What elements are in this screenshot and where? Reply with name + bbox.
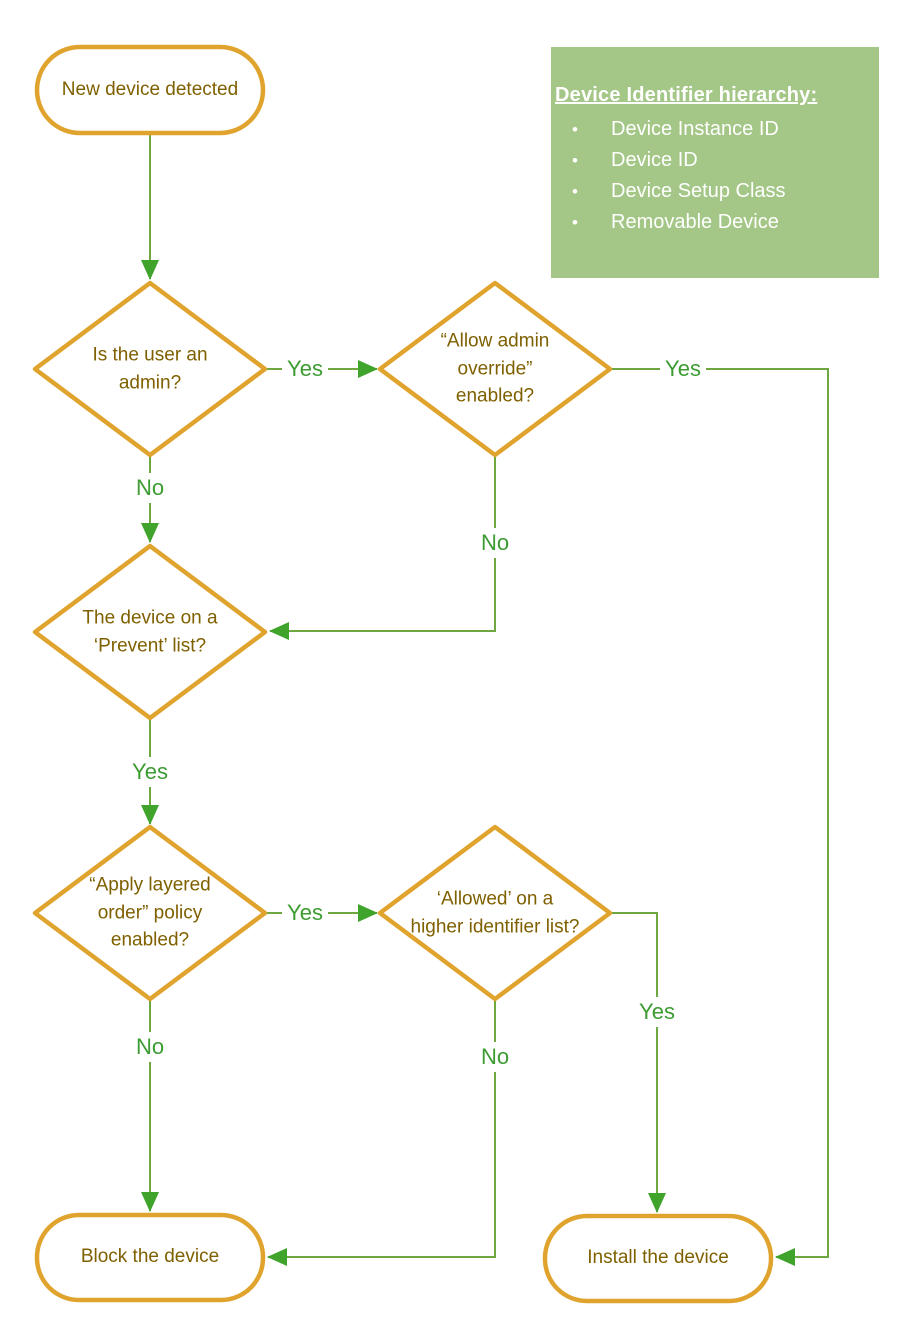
install-node-shape [542, 1213, 774, 1304]
edge-label-layered-yes: Yes [282, 898, 328, 928]
block-node-label: Block the device [80, 1246, 220, 1268]
list-item-text: Removable Device [611, 211, 779, 233]
edge-override-no [269, 456, 496, 640]
decision-layered-shape [32, 824, 268, 1002]
bullet-icon: • [572, 182, 578, 201]
list-item-text: Device Instance ID [611, 118, 779, 140]
device-identifier-hierarchy-box: Device Identifier hierarchy: • Device Ins… [551, 47, 879, 278]
start-node-shape [34, 44, 266, 136]
info-box-list: • Device Instance ID • Device ID • Device S… [555, 114, 873, 238]
list-item: • Device Setup Class [555, 176, 873, 207]
edge-allowed-yes [610, 912, 666, 1213]
list-item: • Device ID [555, 145, 873, 176]
decision-prevent-shape [32, 543, 268, 721]
bullet-icon: • [572, 151, 578, 170]
edge-label-allowed-no: No [475, 1042, 515, 1072]
bullet-icon: • [572, 120, 578, 139]
edge-override-yes [610, 368, 829, 1266]
list-item: • Device Instance ID [555, 114, 873, 145]
decision-override-shape [377, 280, 613, 458]
list-item-text: Device Setup Class [611, 180, 786, 202]
edge-label-admin-yes: Yes [282, 354, 328, 384]
install-node-label: Install the device [587, 1247, 729, 1269]
decision-admin-shape [32, 280, 268, 458]
edge-label-allowed-yes: Yes [634, 997, 680, 1027]
decision-layered-label: “Apply layered order” policy enabled? [89, 874, 211, 951]
list-item: • Removable Device [555, 207, 873, 238]
info-box-title: Device Identifier hierarchy: [555, 84, 818, 106]
decision-override-label: “Allow admin override” enabled? [440, 330, 550, 407]
edge-label-override-yes: Yes [660, 354, 706, 384]
bullet-icon: • [572, 213, 578, 232]
edge-allowed-no [267, 999, 496, 1266]
decision-admin-label: Is the user an admin? [92, 344, 208, 393]
edge-label-override-no: No [475, 528, 515, 558]
edge-label-prevent-yes: Yes [127, 757, 173, 787]
list-item-text: Device ID [611, 149, 698, 171]
start-node-label: New device detected [61, 79, 239, 101]
decision-allowed-label: ‘Allowed’ on a higher identifier list? [410, 888, 580, 937]
decision-allowed-shape [377, 824, 613, 1002]
edge-label-admin-no: No [130, 473, 170, 503]
edge-label-layered-no: No [130, 1032, 170, 1062]
decision-prevent-label: The device on a ‘Prevent’ list? [82, 607, 218, 656]
block-node-shape [34, 1212, 266, 1303]
